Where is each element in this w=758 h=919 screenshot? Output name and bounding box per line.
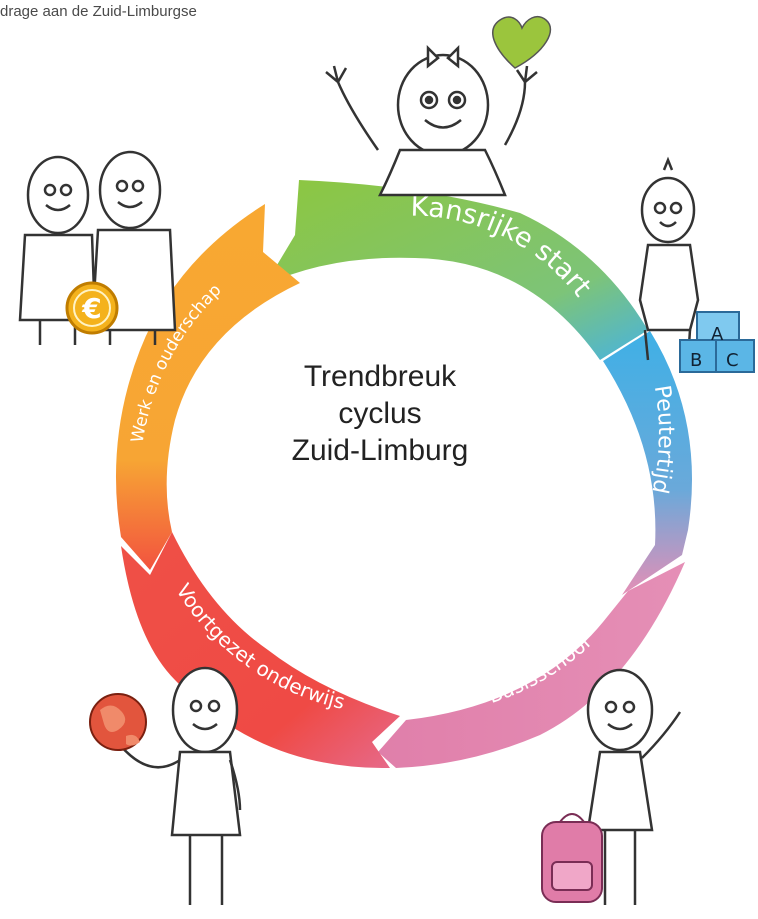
- teen-figure-icon: [119, 666, 242, 905]
- center-title-line-1: Trendbreuk: [303, 360, 457, 393]
- globe-icon: [89, 693, 147, 751]
- segment-werk-en-ouderschap: [115, 204, 300, 570]
- abc-blocks-icon: A B C: [679, 311, 755, 373]
- center-title-line-2: cyclus: [338, 397, 422, 430]
- svg-text:€: €: [81, 292, 101, 325]
- center-title-line-3: Zuid-Limburg: [291, 434, 469, 467]
- svg-text:A: A: [711, 324, 724, 345]
- top-caption: drage aan de Zuid-Limburgse: [0, 3, 197, 20]
- segment-voortgezet-onderwijs: [121, 532, 400, 769]
- svg-text:C: C: [726, 350, 739, 371]
- parents-figure-icon: [18, 150, 177, 345]
- schoolgirl-figure-icon: [586, 668, 682, 905]
- heart-icon: [492, 16, 552, 69]
- backpack-icon: [541, 813, 603, 903]
- segment-kansrijke-start: [265, 180, 648, 360]
- toddler-figure-icon: [638, 156, 700, 361]
- segment-peutertijd: [603, 331, 693, 595]
- segment-basisschool: [378, 562, 685, 768]
- svg-text:B: B: [690, 350, 702, 371]
- euro-coin-icon: €: [65, 281, 119, 335]
- center-title: Trendbreuk cyclus Zuid-Limburg: [250, 358, 510, 469]
- baby-figure-icon: [325, 44, 538, 197]
